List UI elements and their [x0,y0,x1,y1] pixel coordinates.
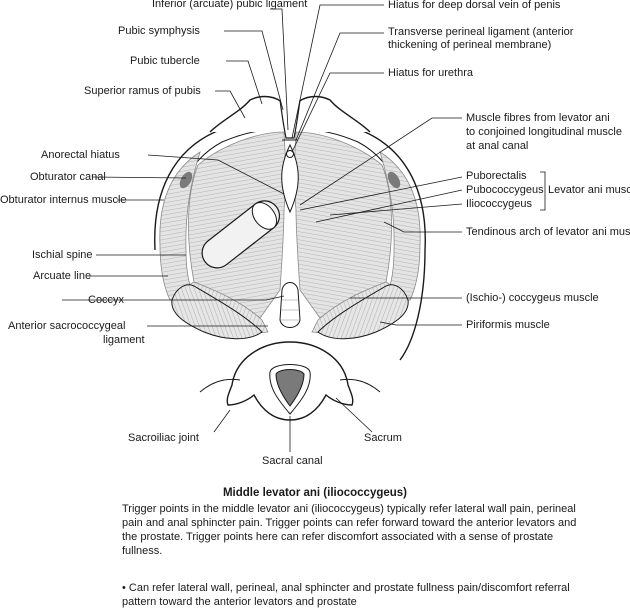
obturator-canal-right [387,171,401,189]
label-puborectalis: Puborectalis [466,170,527,182]
caption-bullet: • Can refer lateral wall, perineal, anal… [122,582,570,608]
label-muscle-fibres-2: to conjoined longitudinal muscle [466,126,622,138]
label-sacroiliac-joint: Sacroiliac joint [128,432,199,444]
label-ischio-coccygeus: (Ischio-) coccygeus muscle [466,292,599,304]
label-hiatus-urethra: Hiatus for urethra [388,67,473,79]
coccyx [279,282,301,328]
label-tendinous-arch: Tendinous arch of levator ani muscle [466,226,630,238]
label-obturator-internus: Obturator internus muscle [0,194,127,206]
label-arcuate-line: Arcuate line [33,270,92,282]
label-pubococcygeus: Pubococcygeus [466,184,544,196]
label-hiatus-dorsal-vein: Hiatus for deep dorsal vein of penis [388,0,561,11]
obturator-canal-left [179,171,193,189]
label-pubic-tubercle: Pubic tubercle [130,55,200,67]
pubic-symphysis [279,99,301,139]
coccyx-segments [281,299,299,321]
label-sacrum: Sacrum [364,432,402,444]
label-transverse-perineal-1: Transverse perineal ligament (anterior [388,26,574,38]
leader-lines [62,4,546,452]
sacroiliac-joint-line [199,378,381,393]
label-transverse-perineal-2: thickening of perineal membrane) [388,39,552,51]
obturator-internus-muscle-left [159,151,201,301]
label-obturator-canal: Obturator canal [30,171,106,183]
label-pubic-symphysis: Pubic symphysis [118,25,200,37]
hiatus-for-urethra [286,150,294,158]
sacral-canal-rim [269,364,311,415]
label-muscle-fibres-3: at anal canal [466,140,529,152]
label-anterior-sacrococcygeal-2: ligament [103,334,145,346]
label-piriformis: Piriformis muscle [466,319,550,331]
caption-title: Middle levator ani (iliococcygeus) [222,487,408,499]
label-sacral-canal: Sacral canal [262,455,323,467]
label-anorectal-hiatus: Anorectal hiatus [41,149,120,161]
label-coccyx: Coccyx [88,294,125,306]
label-inferior-pubic-ligament: Inferior (arcuate) pubic ligament [152,0,308,10]
levator-ani-right [294,131,392,319]
rectum-cylinder [201,200,281,269]
sacral-canal [275,369,305,407]
label-ischial-spine: Ischial spine [32,249,93,261]
label-levator-ani-muscle: Levator ani muscle [548,184,630,196]
caption-paragraph: Trigger points in the middle levator ani… [122,503,577,557]
anorectal-hiatus [281,143,299,214]
label-iliococcygeus: Iliococcygeus [466,198,533,210]
label-anterior-sacrococcygeal-1: Anterior sacrococcygeal [8,320,126,332]
piriformis-muscle-left [171,284,263,340]
obturator-internus-muscle-right [379,151,421,301]
label-muscle-fibres-1: Muscle fibres from levator ani [466,112,610,124]
label-superior-ramus: Superior ramus of pubis [84,85,201,97]
